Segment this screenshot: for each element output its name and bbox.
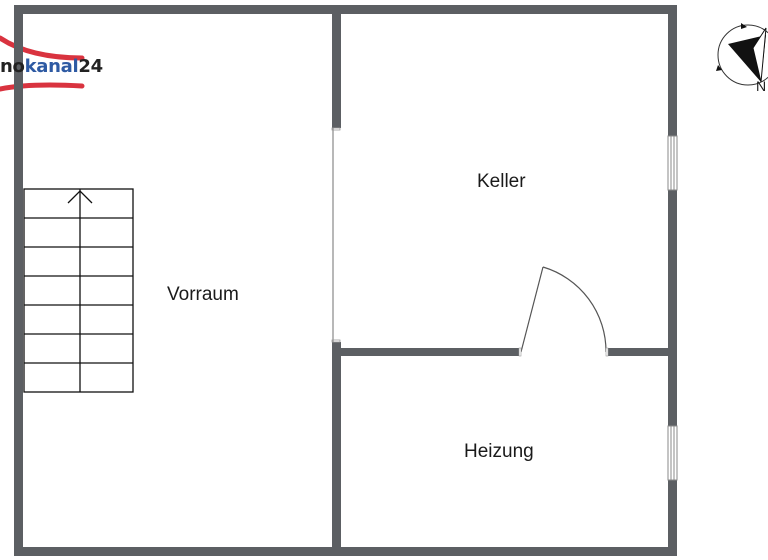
door-keller-heizung — [518, 266, 609, 357]
room-label-keller: Keller — [477, 171, 526, 192]
outer-walls — [14, 5, 677, 556]
interior-wall-horizontal — [341, 348, 669, 356]
wall-opening — [331, 127, 341, 343]
room-label-vorraum: Vorraum — [167, 284, 239, 305]
window-keller — [667, 135, 678, 191]
window-heizung — [667, 425, 678, 481]
stairs-arrow-icon — [67, 190, 93, 204]
logo: nokanal24 — [0, 56, 103, 77]
compass-icon — [716, 23, 768, 86]
stairs — [23, 188, 134, 393]
logo-swoosh — [0, 35, 85, 92]
room-label-heizung: Heizung — [464, 441, 534, 462]
interior-wall-vertical — [332, 5, 341, 556]
compass-north-label: N — [756, 78, 767, 94]
